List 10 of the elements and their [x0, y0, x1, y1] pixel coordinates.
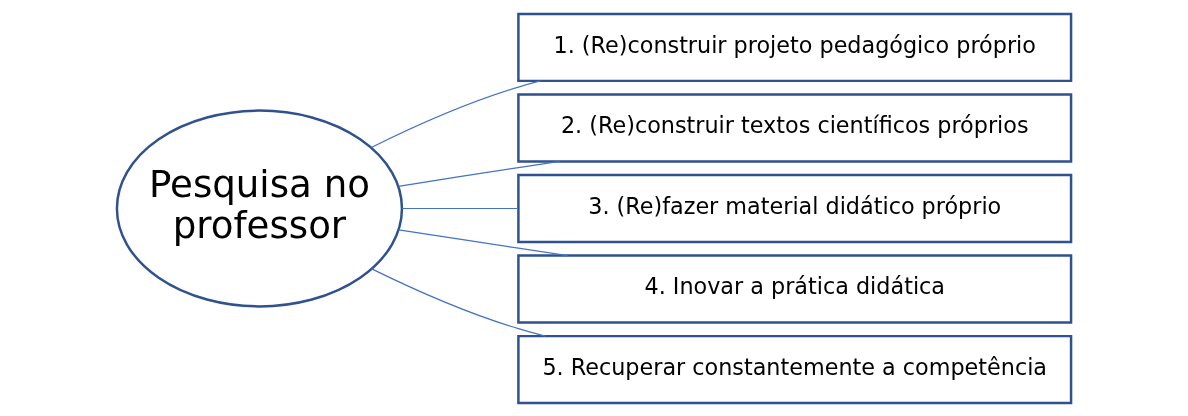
node-box: 3. (Re)fazer material didático próprio	[517, 173, 1073, 243]
connector	[397, 160, 561, 187]
node-box: 4. Inovar a prática didática	[517, 253, 1073, 324]
node-box: 1. (Re)construir projeto pedagógico próprio	[517, 12, 1073, 82]
node-box: 5. Recuperar constantemente a competência	[517, 334, 1073, 404]
connector	[370, 79, 541, 148]
node-box: 2. (Re)construir textos científicos próprios	[517, 92, 1073, 163]
connector	[401, 207, 519, 209]
connector	[398, 228, 569, 256]
node-ellipse: Pesquisa no professor	[115, 108, 404, 308]
